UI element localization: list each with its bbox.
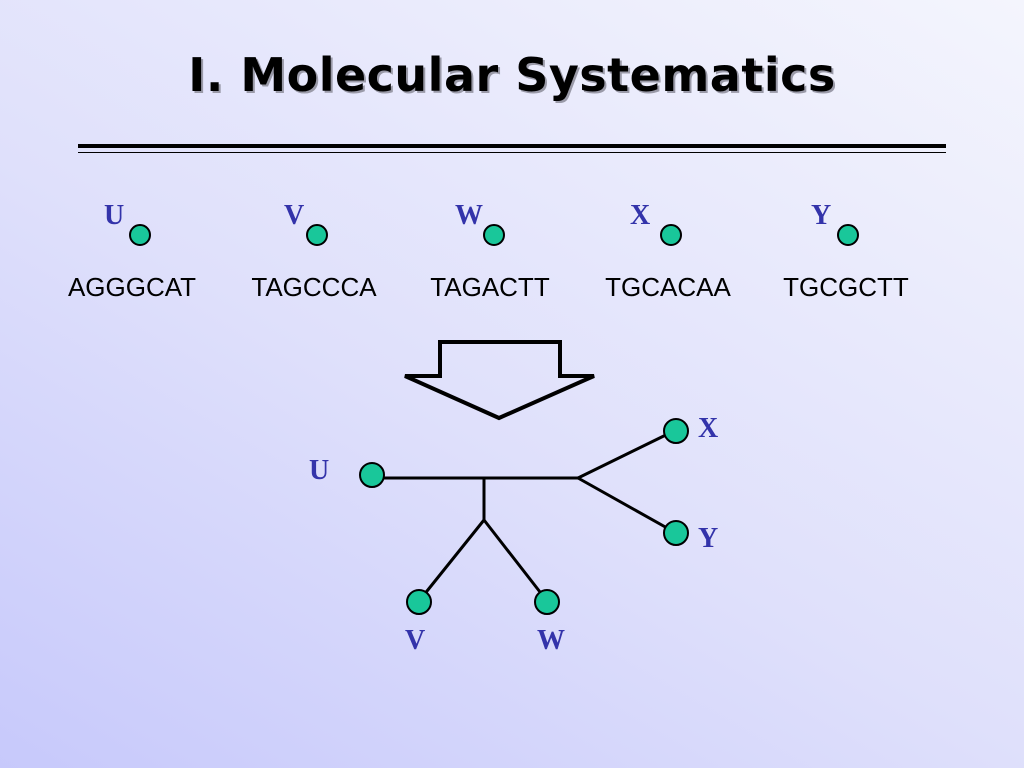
sequence-y: TGCGCTT	[783, 272, 909, 302]
tree-node-y	[663, 520, 689, 546]
tree-label-v: V	[405, 625, 426, 656]
tree-label-u: U	[309, 455, 330, 486]
taxon-node-y	[837, 224, 859, 246]
tree-node-w	[534, 589, 560, 615]
taxon-label-v: V	[284, 200, 305, 231]
taxon-label-u: U	[104, 200, 125, 231]
tree-label-x: X	[698, 413, 719, 444]
taxon-node-x	[660, 224, 682, 246]
tree-branch-v	[417, 518, 486, 603]
down-arrow	[404, 340, 595, 421]
sequence-w: TAGACTT	[430, 272, 550, 302]
tree-label-y: Y	[698, 523, 719, 554]
taxon-node-u	[129, 224, 151, 246]
taxon-node-w	[483, 224, 505, 246]
taxon-label-y: Y	[811, 200, 832, 231]
title-rule-thin	[78, 152, 946, 153]
tree-branch-y	[576, 476, 678, 535]
sequence-u: AGGGCAT	[67, 272, 197, 302]
tree-label-w: W	[537, 625, 565, 656]
tree-branch-w	[482, 518, 549, 603]
taxon-node-v	[306, 224, 328, 246]
tree-node-u	[359, 462, 385, 488]
sequence-v: TAGCCCA	[251, 272, 377, 302]
taxon-label-x: X	[630, 200, 651, 231]
taxon-label-w: W	[455, 200, 483, 231]
slide-title: I. Molecular Systematics	[188, 48, 836, 102]
sequence-x: TGCACAA	[605, 272, 731, 302]
title-rule-thick	[78, 144, 946, 148]
tree-node-x	[663, 418, 689, 444]
tree-node-v	[406, 589, 432, 615]
tree-branch-x	[576, 428, 678, 480]
